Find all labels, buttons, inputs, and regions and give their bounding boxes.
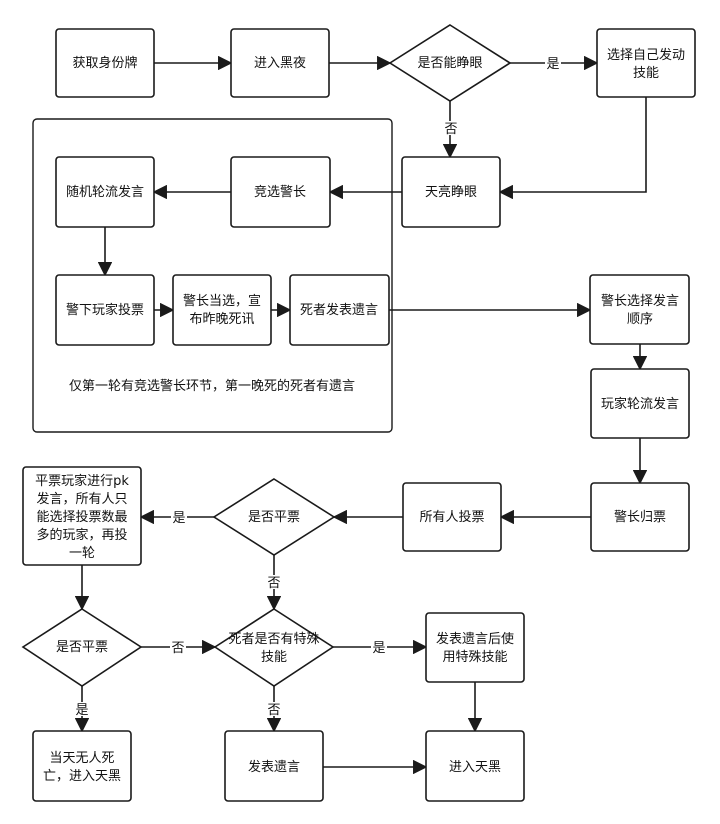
node-sheriff-elected-label-2: 布昨晚死讯 xyxy=(189,312,254,327)
node-pk-revote: 平票玩家进行pk 发言，所有人只 能选择投票数最 多的玩家，再投 一轮 xyxy=(22,466,142,566)
node-no-death-label-1: 当天无人死 xyxy=(49,751,114,766)
node-choose-skill-label-2: 技能 xyxy=(633,66,659,81)
node-get-id-label: 获取身份牌 xyxy=(72,55,137,71)
node-words-then-skill: 发表遗言后使 用特殊技能 xyxy=(425,612,525,683)
node-enter-dark: 进入天黑 xyxy=(425,730,525,802)
decision-special-skill-label-1: 死者是否有特殊 xyxy=(228,632,319,647)
decision-can-open-eyes: 是否能睁眼 xyxy=(388,24,512,102)
edge-skill-to-daybreak xyxy=(498,97,647,200)
edge-label-no: 否 xyxy=(444,122,457,137)
node-all-vote: 所有人投票 xyxy=(402,482,502,552)
edge-label-yes: 是 xyxy=(546,57,559,72)
node-sheriff-elected: 警长当选，宣 布昨晚死讯 xyxy=(172,274,272,346)
node-get-id: 获取身份牌 xyxy=(55,28,155,98)
node-no-death: 当天无人死 亡，进入天黑 xyxy=(32,730,132,802)
decision-can-open-eyes-label: 是否能睁眼 xyxy=(417,56,482,71)
node-choose-skill: 选择自己发动 技能 xyxy=(596,28,696,98)
node-enter-night-label: 进入黑夜 xyxy=(254,56,306,71)
node-players-speak-label: 玩家轮流发言 xyxy=(601,396,679,412)
node-all-vote-label: 所有人投票 xyxy=(419,509,484,525)
node-random-speech-label: 随机轮流发言 xyxy=(66,184,144,200)
node-last-words-label: 发表遗言 xyxy=(248,759,300,775)
node-words-skill-label-2: 用特殊技能 xyxy=(442,650,507,665)
decision-tie-1-label: 是否平票 xyxy=(248,510,300,525)
node-daybreak: 天亮睁眼 xyxy=(401,156,501,228)
node-players-speak: 玩家轮流发言 xyxy=(590,368,690,439)
node-random-speech: 随机轮流发言 xyxy=(55,156,155,228)
node-sheriff-elected-label-1: 警长当选，宣 xyxy=(183,293,261,309)
decision-tie-1: 是否平票 xyxy=(212,478,336,556)
edge-label-no: 否 xyxy=(267,703,280,718)
edges xyxy=(74,55,648,775)
node-elect-sheriff-label: 竞选警长 xyxy=(254,184,306,200)
node-words-skill-label-1: 发表遗言后使 xyxy=(436,631,514,647)
node-enter-night: 进入黑夜 xyxy=(230,28,330,98)
decision-tie-2-label: 是否平票 xyxy=(56,640,108,655)
node-sheriff-vote: 警长归票 xyxy=(590,482,690,552)
node-dead-last-words: 死者发表遗言 xyxy=(289,274,390,346)
node-last-words: 发表遗言 xyxy=(224,730,324,802)
edge-label-no: 否 xyxy=(267,576,280,591)
node-sheriff-order-label-2: 顺序 xyxy=(627,312,653,327)
first-round-group-frame xyxy=(32,118,393,433)
node-dead-last-words-label: 死者发表遗言 xyxy=(300,302,378,318)
decision-tie-2: 是否平票 xyxy=(21,608,143,687)
edge-label-yes: 是 xyxy=(75,703,88,718)
node-pk-label-2: 发言，所有人只 xyxy=(36,491,127,507)
node-vote-below-label: 警下玩家投票 xyxy=(66,302,144,318)
node-pk-label-5: 一轮 xyxy=(69,546,95,561)
node-daybreak-label: 天亮睁眼 xyxy=(425,184,477,200)
node-sheriff-vote-label: 警长归票 xyxy=(614,509,666,525)
decision-special-skill-label-2: 技能 xyxy=(261,650,287,665)
node-sheriff-order-label-1: 警长选择发言 xyxy=(601,293,679,309)
node-vote-below: 警下玩家投票 xyxy=(55,274,155,346)
node-enter-dark-label: 进入天黑 xyxy=(449,760,501,775)
decision-special-skill: 死者是否有特殊 技能 xyxy=(213,608,335,687)
node-no-death-label-2: 亡，进入天黑 xyxy=(43,769,121,784)
node-pk-label-1: 平票玩家进行pk xyxy=(35,473,129,489)
edge-label-yes: 是 xyxy=(172,511,185,526)
node-pk-label-4: 多的玩家，再投 xyxy=(36,527,127,543)
node-choose-skill-label-1: 选择自己发动 xyxy=(607,47,685,63)
edge-label-no: 否 xyxy=(171,641,184,656)
edge-label-yes: 是 xyxy=(372,641,385,656)
node-pk-label-3: 能选择投票数最 xyxy=(36,509,127,525)
node-sheriff-order: 警长选择发言 顺序 xyxy=(589,274,690,345)
group-note: 仅第一轮有竞选警长环节，第一晚死的死者有遗言 xyxy=(69,378,355,394)
node-elect-sheriff: 竞选警长 xyxy=(230,156,331,228)
